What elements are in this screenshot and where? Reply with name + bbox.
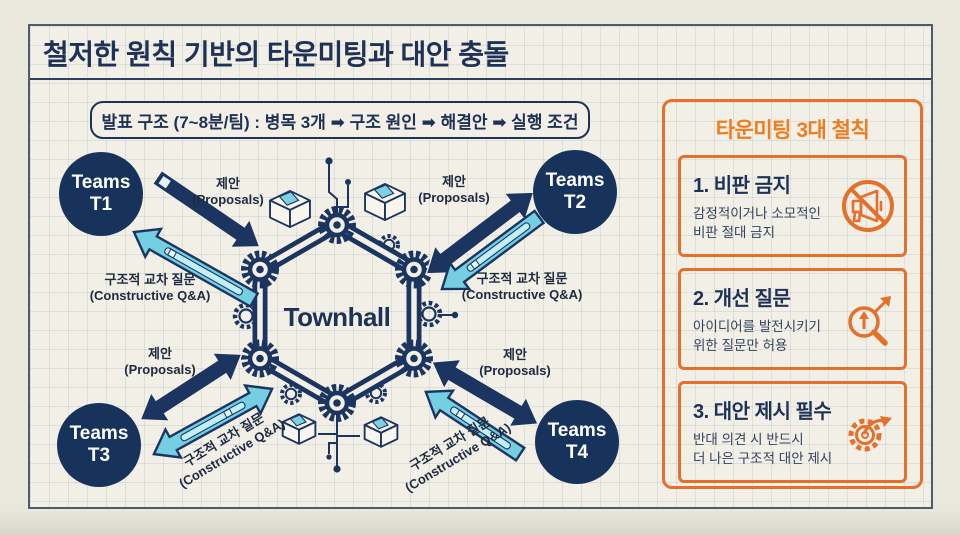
team-circle-t3: Teams T3	[57, 403, 141, 487]
rule-text-line: 감정적이거나 소모적인	[693, 206, 821, 221]
proposal-arrow-t3	[139, 352, 243, 422]
team-circle-t4: Teams T4	[535, 400, 619, 484]
proposal-label-t1: 제안 (Proposals)	[192, 176, 264, 207]
townhall-label: Townhall	[283, 302, 391, 332]
rule-card-2: 2. 개선 질문 아이디어를 발전시키기 위한 질문만 허용	[678, 268, 907, 370]
slide: 철저한 원칙 기반의 타운미팅과 대안 충돌 발표 구조 (7~8분/팀) : …	[28, 24, 933, 509]
team-circle-t2: Teams T2	[533, 150, 617, 234]
rule-text-line: 더 나은 구조적 대안 제시	[693, 450, 833, 466]
rule-heading: 1. 비판 금지	[693, 175, 791, 197]
rule-text-line: 아이디어를 발전시키기	[693, 319, 821, 334]
title-band: 철저한 원칙 기반의 타운미팅과 대안 충돌	[30, 26, 931, 80]
qa-arrow-t3	[152, 384, 274, 459]
team-label: Teams	[547, 420, 607, 441]
hexagon-vertex-gears	[241, 206, 433, 422]
proposal-label-t4: 제안 (Proposals)	[479, 347, 551, 378]
qa-arrow-t4	[424, 389, 526, 463]
package-box-icon	[269, 189, 311, 229]
qa-arrow-t1	[132, 227, 260, 309]
rule-text-line: 비판 절대 금지	[693, 224, 776, 240]
team-label: T3	[87, 445, 111, 466]
townhall-diagram	[132, 157, 546, 473]
package-box-icon	[363, 416, 399, 448]
package-box-icon	[281, 413, 317, 445]
presentation-structure-pill: 발표 구조 (7~8분/팀) : 병목 3개 ➡ 구조 원인 ➡ 해결안 ➡ 실…	[90, 101, 590, 139]
rule-card-1: 1. 비판 금지 감정적이거나 소모적인 비판 절대 금지	[678, 155, 907, 257]
qa-arrow-t2	[440, 209, 546, 291]
rule-text-line: 위한 질문만 허용	[693, 337, 788, 353]
rule-heading: 2. 개선 질문	[693, 288, 791, 310]
panel-title: 타운미팅 3대 철칙	[715, 119, 870, 142]
team-circle-t1: Teams T1	[59, 152, 143, 236]
proposal-arrow-t1	[151, 169, 261, 249]
circuit-dots	[325, 157, 459, 473]
proposal-label-t3: 제안 (Proposals)	[124, 346, 196, 377]
rules-panel: 타운미팅 3대 철칙 1. 비판 금지 감정적이거나 소모적인 비판 절대 금지…	[662, 99, 923, 489]
team-label: Teams	[69, 423, 129, 444]
team-label: Teams	[545, 170, 605, 191]
team-label: T4	[565, 442, 589, 463]
no-megaphone-icon	[842, 180, 894, 232]
team-label: T2	[563, 192, 587, 213]
team-label: T1	[89, 194, 113, 215]
qa-label-t2: 구조적 교차 질문 (Constructive Q&A)	[461, 271, 583, 302]
magnifier-growth-icon	[848, 296, 891, 346]
rule-heading: 3. 대안 제시 필수	[693, 401, 832, 423]
qa-label-t1: 구조적 교차 질문 (Constructive Q&A)	[89, 272, 211, 303]
rule-text-line: 반대 의견 시 반드시	[693, 432, 804, 447]
package-box-icon	[364, 182, 406, 222]
rule-card-3: 3. 대안 제시 필수 반대 의견 시 반드시 더 나은 구조적 대안 제시	[678, 381, 907, 483]
team-label: Teams	[71, 172, 131, 193]
page-title: 철저한 원칙 기반의 타운미팅과 대안 충돌	[43, 39, 509, 70]
gear-arrow-icon	[848, 416, 892, 452]
proposal-label-t2: 제안 (Proposals)	[418, 174, 490, 205]
